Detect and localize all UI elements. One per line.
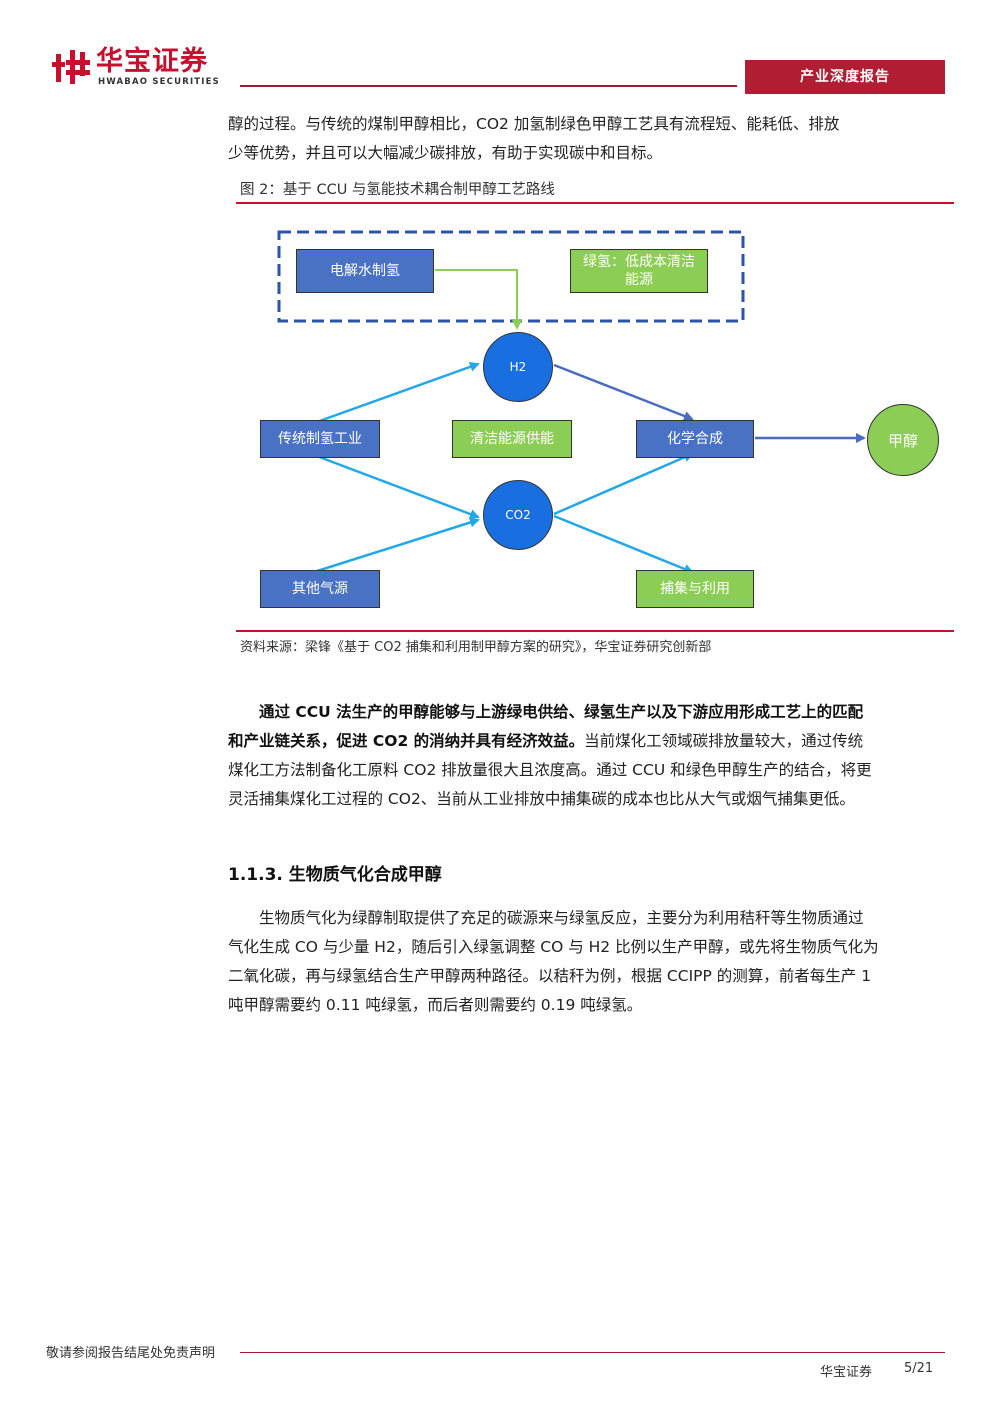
page-number: 5/21 [904, 1361, 934, 1376]
node-other-gas: 其他气源 [260, 570, 380, 608]
figure-caption: 图 2：基于 CCU 与氢能技术耦合制甲醇工艺路线 [240, 182, 555, 198]
intro-line-2: 少等优势，并且可以大幅减少碳排放，有助于实现碳中和目标。 [228, 144, 663, 162]
paragraph-biomass-line4: 吨甲醇需要约 0.11 吨绿氢，而后者则需要约 0.19 吨绿氢。 [228, 996, 643, 1014]
section-heading: 1.1.3. 生物质气化合成甲醇 [228, 865, 442, 885]
footer-divider [240, 1352, 945, 1353]
arrow-othergas-to-co2 [313, 517, 480, 574]
node-clean-energy: 清洁能源供能 [452, 420, 572, 458]
logo-text-en: HWABAO SECURITIES [98, 77, 220, 87]
arrow-co2-to-capture [553, 514, 694, 574]
intro-line-1: 醇的过程。与传统的煤制甲醇相比，CO2 加氢制绿色甲醇工艺具有流程短、能耗低、排… [228, 115, 840, 133]
paragraph-ccu-line4: 灵活捕集煤化工过程的 CO2、当前从工业排放中捕集碳的成本也比从大气或烟气捕集更… [228, 790, 855, 808]
arrow-electrolysis-to-h2 [435, 269, 522, 330]
process-diagram: 电解水制氢 绿氢：低成本清洁 能源 H2 传统制氢工业 清洁能源供能 化学合成 … [236, 210, 954, 630]
node-green-hydrogen-line2: 能源 [625, 272, 653, 288]
company-logo: 华宝证券 HWABAO SECURITIES [52, 46, 227, 90]
paragraph-ccu-bold-line1: 通过 CCU 法生产的甲醇能够与上游绿电供给、绿氢生产以及下游应用形成工艺上的匹… [259, 703, 864, 721]
node-methanol: 甲醇 [867, 404, 939, 476]
diagram-connectors [277, 230, 866, 574]
node-h2: H2 [483, 332, 553, 402]
paragraph-biomass-line1: 生物质气化为绿醇制取提供了充足的碳源来与绿氢反应，主要分为利用秸秆等生物质通过 [259, 909, 864, 927]
figure-source: 资料来源：梁锋《基于 CO2 捕集和利用制甲醇方案的研究》，华宝证券研究创新部 [240, 640, 712, 655]
node-electrolysis: 电解水制氢 [296, 249, 434, 293]
paragraph-biomass: 生物质气化为绿醇制取提供了充足的碳源来与绿氢反应，主要分为利用秸秆等生物质通过 … [228, 904, 948, 1020]
report-type-badge: 产业深度报告 [745, 60, 945, 94]
paragraph-biomass-line3: 二氧化碳，再与绿氢结合生产甲醇两种路径。以秸秆为例，根据 CCIPP 的测算，前… [228, 967, 872, 985]
node-green-hydrogen-line1: 绿氢：低成本清洁 [583, 254, 695, 270]
logo-mark-icon [52, 50, 90, 84]
arrow-traditional-to-h2 [313, 362, 480, 425]
node-co2: CO2 [483, 480, 553, 550]
paragraph-ccu-rest-line2: 当前煤化工领域碳排放量较大，通过传统 [584, 732, 864, 750]
paragraph-ccu-bold-line2: 和产业链关系，促进 CO2 的消纳并具有经济效益。 [228, 732, 585, 750]
node-capture-use: 捕集与利用 [636, 570, 754, 608]
footer-disclaimer: 敬请参阅报告结尾处免责声明 [46, 1346, 216, 1361]
paragraph-ccu-line3: 煤化工方法制备化工原料 CO2 排放量很大且浓度高。通过 CCU 和绿色甲醇生产… [228, 761, 872, 779]
node-chem-synthesis: 化学合成 [636, 420, 754, 458]
intro-paragraph: 醇的过程。与传统的煤制甲醇相比，CO2 加氢制绿色甲醇工艺具有流程短、能耗低、排… [228, 110, 948, 168]
arrow-co2-to-chem [553, 452, 694, 516]
arrow-h2-to-chem [553, 363, 694, 421]
header-divider [240, 85, 737, 87]
paragraph-biomass-line2: 气化生成 CO 与少量 H2，随后引入绿氢调整 CO 与 H2 比例以生产甲醇，… [228, 938, 879, 956]
paragraph-ccu: 通过 CCU 法生产的甲醇能够与上游绿电供给、绿氢生产以及下游应用形成工艺上的匹… [228, 698, 948, 814]
figure-bottom-rule [236, 630, 954, 632]
arrow-traditional-to-co2 [313, 453, 480, 519]
footer-brand: 华宝证券 [820, 1365, 873, 1380]
node-traditional-h2: 传统制氢工业 [260, 420, 380, 458]
logo-text-cn: 华宝证券 [96, 46, 208, 77]
green-hydrogen-group-border [277, 230, 745, 323]
node-green-hydrogen: 绿氢：低成本清洁 能源 [570, 249, 708, 293]
figure-top-rule [236, 202, 954, 204]
